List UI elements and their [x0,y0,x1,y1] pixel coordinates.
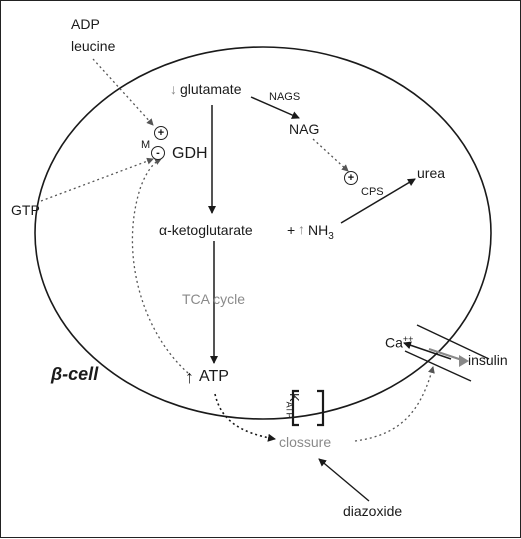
nh3-subscript: 3 [328,230,334,242]
ca-channel-line-upper [416,324,490,360]
ca-influx-arrow [403,341,452,360]
katp-bracket-right [317,389,325,427]
gtp-to-gdh-arrow [40,157,154,202]
gdh-label: GDH [172,145,208,162]
diazoxide-label: diazoxide [343,503,403,519]
ca-channel-line-lower [404,350,472,382]
katp-bracket-left [291,389,299,427]
leucine-label: leucine [71,38,116,54]
katp-text: K [287,393,302,402]
up-arrow-bold-icon: ↑ [185,367,194,387]
adp-label: ADP [71,16,100,32]
nh3-label: NH3 [308,223,334,242]
nh3-to-urea-arrow [340,178,416,224]
adp-leucine-to-gdh-arrow [92,58,154,126]
atp-label: ATP [199,368,229,385]
closure-to-ca-arrow [354,366,435,442]
ca-label: Ca++ [385,335,413,350]
gdh-inhibition-sign: - [151,146,165,160]
plus-label: + [287,222,296,238]
urea-label: urea [417,165,446,181]
closure-label: clossure [279,434,332,450]
cell-membrane [34,46,492,420]
nag-to-cps-arrow [312,138,349,172]
beta-cell-label: β-cell [51,364,99,384]
ca-superscript: ++ [402,334,414,344]
gdh-activation-sign: + [154,126,168,140]
glutamate-label: glutamate [180,81,242,97]
tca-cycle-label: TCA cycle [182,291,246,307]
katp-subscript: ATP [284,401,295,419]
insulin-release-arrowhead [459,355,469,367]
cps-label: CPS [361,186,384,198]
nags-label: NAGS [269,91,301,103]
diazoxide-to-closure-arrow [318,458,370,502]
insulin-label: insulin [468,352,508,368]
alpha-ketoglutarate-label: α-ketoglutarate [159,222,253,238]
ca-text: Ca [385,334,403,351]
nh3-text: NH [308,222,329,238]
glutamate-to-nag-arrow [250,96,300,119]
atp-to-closure-arrow [214,393,276,442]
atp-to-gdh-feedback-arrow [131,158,189,374]
nag-label: NAG [289,121,320,137]
down-arrow-icon: ↓ [170,81,177,97]
gtp-label: GTP [11,202,40,218]
m-label: M [141,139,151,151]
cps-activation-sign: + [344,171,358,185]
katp-label: KATP [284,393,302,419]
up-arrow-icon: ↑ [298,221,305,237]
